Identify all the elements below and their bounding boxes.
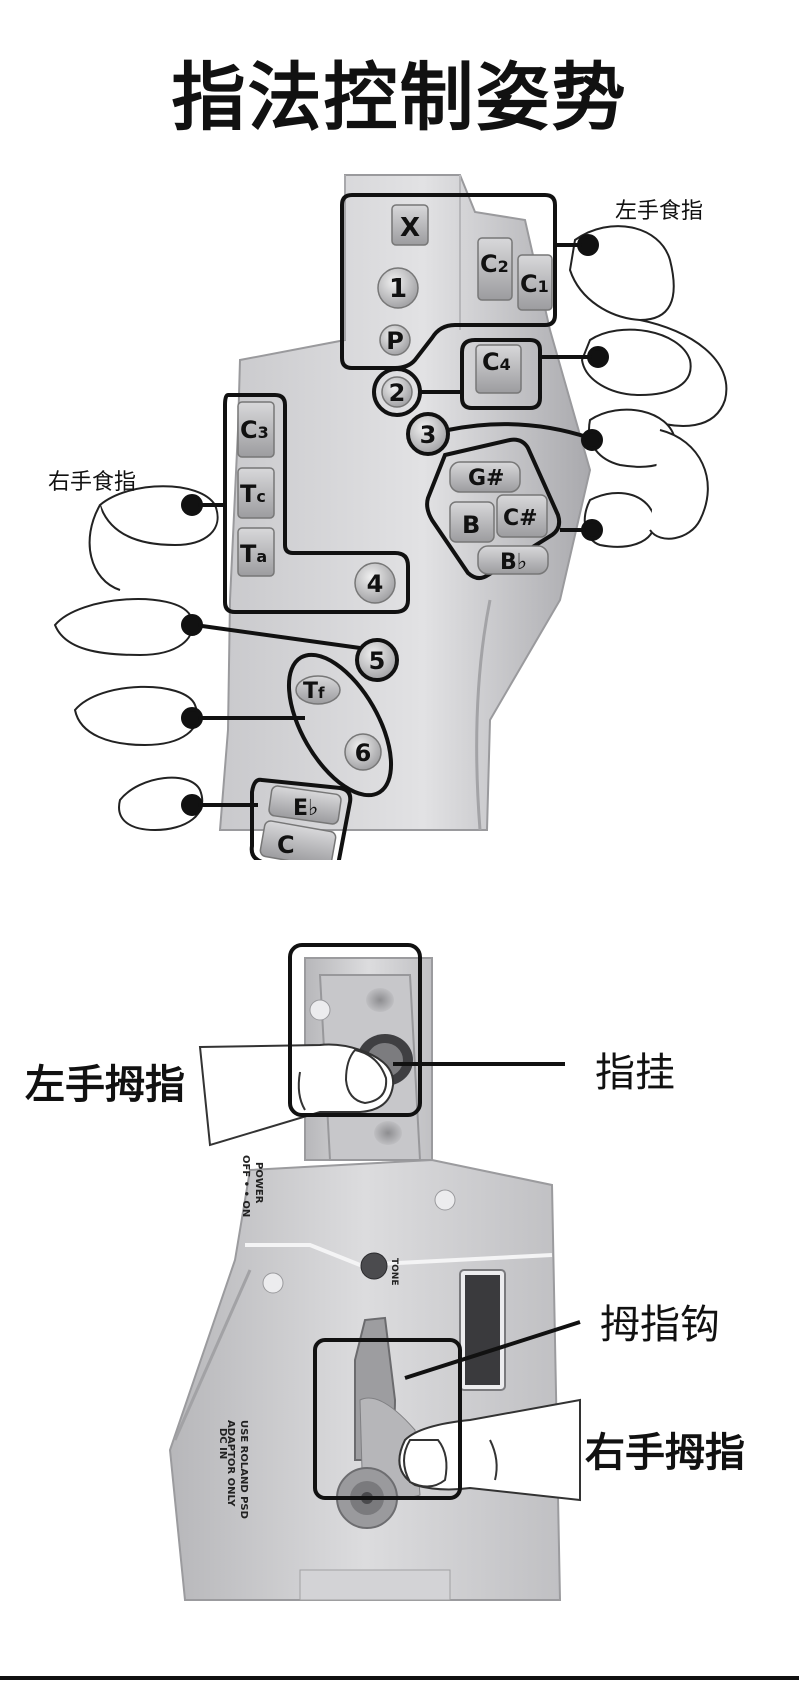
label-left-thumb: 左手拇指 [25, 1062, 185, 1108]
key-tf [295, 675, 341, 705]
key-b [449, 501, 495, 543]
key-c3 [237, 401, 275, 458]
key-c3-label: C3 [240, 416, 269, 444]
finger-rest-highlight-box [288, 943, 422, 1117]
callout-lines [181, 234, 609, 816]
key-tf-label: Tf [303, 679, 325, 704]
right-thumb-icon [398, 1398, 581, 1502]
left-thumb-icon [198, 1043, 395, 1147]
key-p [379, 324, 411, 356]
tone-text: TONE [389, 1258, 399, 1285]
key-g-sharp-label: G# [468, 466, 505, 491]
key-e-flat [268, 785, 342, 825]
key-c2 [477, 237, 513, 301]
key-c4 [475, 344, 522, 394]
label-right-thumb: 右手拇指 [585, 1430, 745, 1476]
key-e-flat-label: E♭ [293, 796, 318, 821]
bottom-divider [0, 1676, 799, 1680]
key-tc [237, 467, 275, 519]
tf-6-group-box [286, 652, 394, 798]
key-3-ring [406, 412, 450, 456]
use-roland-text: USE ROLAND PSD [238, 1420, 249, 1519]
label-finger-rest: 指挂 [595, 1050, 675, 1096]
key-6 [344, 733, 382, 771]
fingering-diagram: X 1 P C2 C1 C4 2 3 G# B C# B♭ [53, 174, 728, 860]
key-c-sharp-label: C# [503, 506, 538, 531]
key-b-flat [477, 545, 549, 575]
key-4-label: 4 [367, 570, 384, 598]
key-c-sharp [496, 494, 548, 538]
key-x [391, 204, 429, 246]
dc-in-text: DC IN [217, 1428, 228, 1459]
key-4 [354, 562, 396, 604]
key-g-sharp [449, 461, 521, 493]
key-3-label: 3 [420, 421, 437, 449]
key-6-label: 6 [355, 739, 372, 767]
key-2 [381, 376, 413, 408]
adaptor-only-text: ADAPTOR ONLY [225, 1420, 236, 1507]
label-right-index-finger: 右手食指 [48, 470, 137, 495]
key-b-label: B [462, 511, 480, 539]
c4-group-box [460, 338, 542, 410]
off-on-text: OFF • • ON [240, 1155, 251, 1217]
left-index-finger-icon [568, 225, 728, 548]
key-c-label: C [277, 831, 295, 859]
key-c1 [517, 254, 553, 311]
key-c4-label: C4 [482, 348, 511, 376]
right-upper-group-box [223, 393, 410, 614]
thumb-hook-highlight-box [313, 1338, 462, 1500]
key-1 [377, 267, 419, 309]
page-title: 指法控制姿势 [171, 55, 628, 141]
key-ta-label: Ta [240, 540, 267, 568]
key-5-ring [355, 638, 399, 682]
tone-knob-icon [360, 1252, 388, 1280]
key-p-label: P [386, 327, 404, 355]
eb-c-group-box [249, 777, 353, 860]
key-c1-label: C1 [520, 270, 549, 298]
key-b-flat-label: B♭ [500, 550, 527, 575]
thumb-hook-callout [404, 1320, 581, 1380]
key-2-label: 2 [389, 379, 406, 407]
label-left-index-finger: 左手食指 [615, 199, 704, 224]
key-1-label: 1 [389, 274, 407, 304]
power-text: POWER [253, 1162, 264, 1204]
label-thumb-hook: 拇指钩 [600, 1302, 720, 1348]
key-5-label: 5 [369, 647, 386, 675]
upper-key-group-box [340, 193, 557, 370]
key-ta [237, 527, 275, 577]
key-x-label: X [400, 213, 420, 243]
key-c [259, 820, 337, 860]
key-c2-label: C2 [480, 250, 509, 278]
key-tc-label: Tc [240, 480, 266, 508]
